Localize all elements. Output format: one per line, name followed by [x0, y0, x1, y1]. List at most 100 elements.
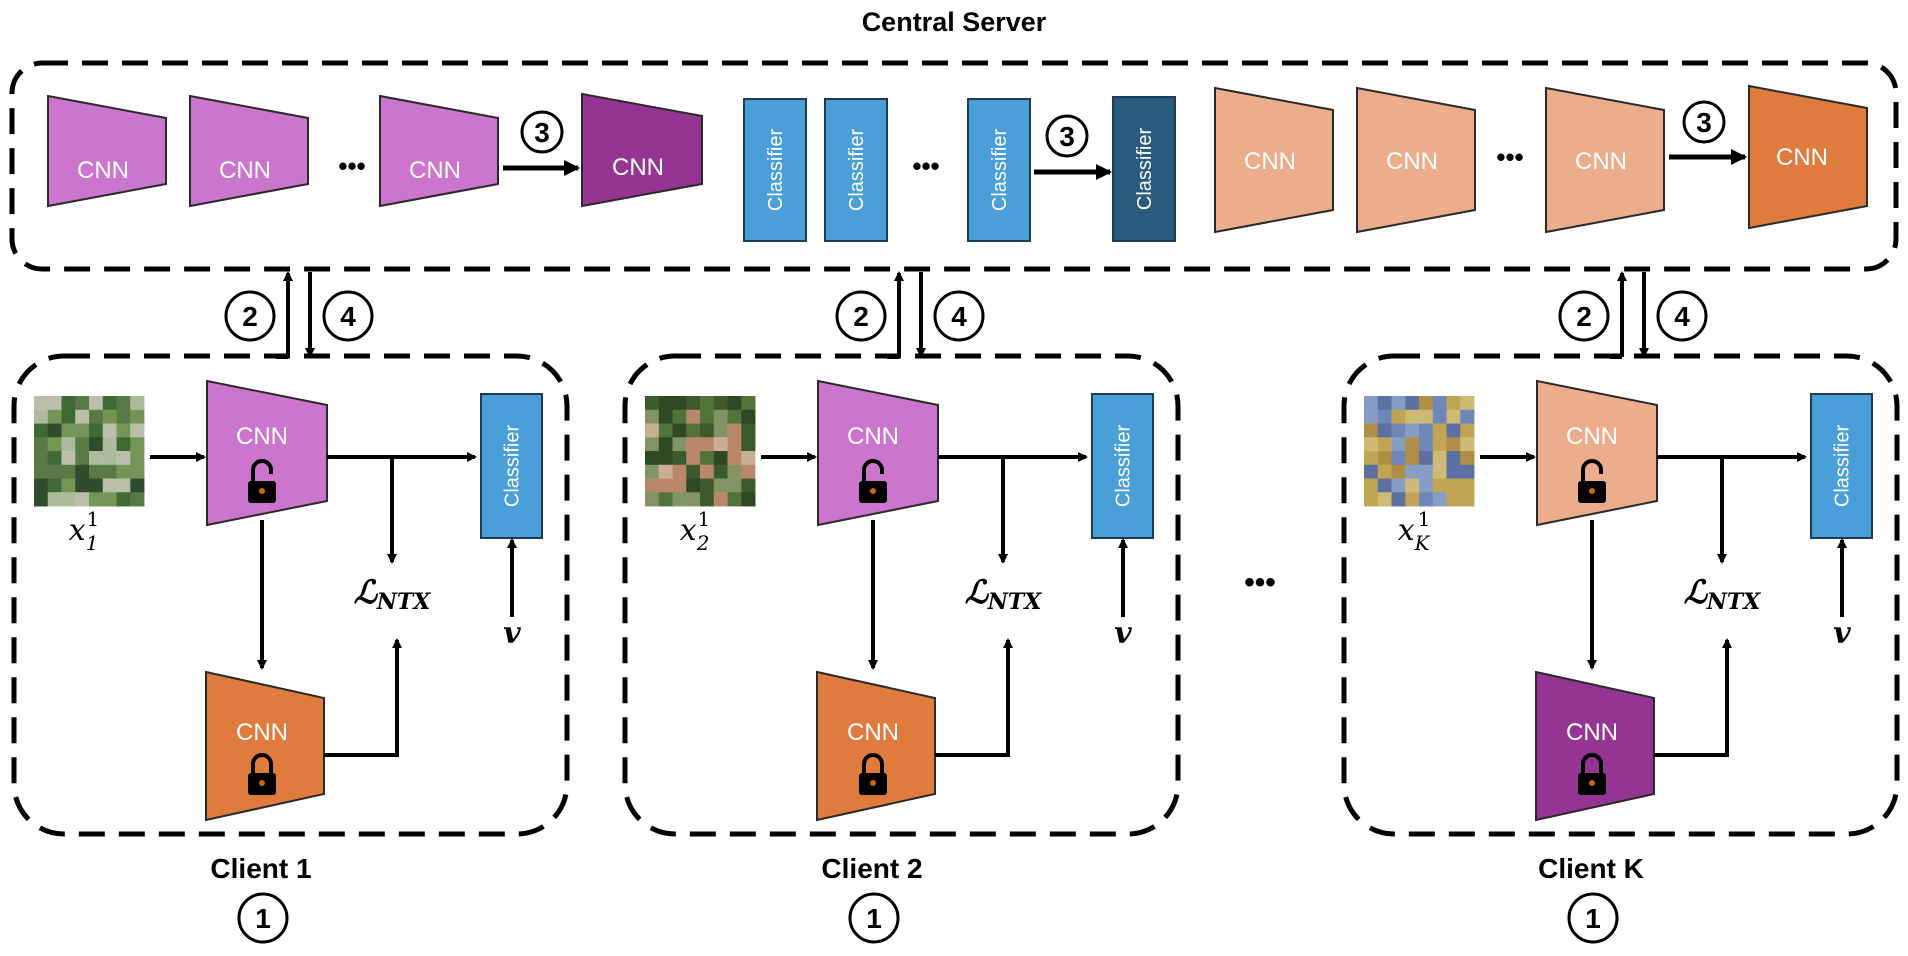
- locked-padlock-icon-shackle: [1581, 753, 1603, 774]
- input-image-patch: [47, 492, 62, 507]
- server-cnn-peach-label: CNN: [1386, 148, 1438, 175]
- server-cnn-1: [47, 94, 167, 208]
- input-image-patch: [1405, 451, 1420, 466]
- target-label: v: [1114, 616, 1132, 651]
- server-classifier-1-label: Classifier: [765, 129, 787, 212]
- input-image-patch: [672, 409, 687, 424]
- server-cnn-aggregated-3: [1748, 84, 1868, 230]
- input-image-patch: [1391, 451, 1406, 466]
- input-image-patch: [1432, 464, 1447, 479]
- encoder-cnn-label: CNN: [236, 423, 288, 450]
- step-1-circle-circle: [848, 892, 900, 944]
- loss-label: ℒNTX: [354, 573, 432, 615]
- input-image-patch: [700, 396, 715, 411]
- unlocked-padlock-icon: [248, 459, 276, 503]
- input-image-patch: [645, 492, 660, 507]
- input-image-patch: [75, 423, 90, 438]
- input-image-patch: [658, 396, 673, 411]
- input-image-patch: [1364, 423, 1379, 438]
- input-image-patch: [658, 478, 673, 493]
- step-1-circle: 1: [237, 892, 289, 944]
- input-image-patch: [116, 492, 131, 507]
- input-image-patch: [686, 409, 701, 424]
- client-classifier-box: [480, 393, 543, 539]
- step-2-circle-circle: [224, 290, 276, 342]
- input-image-patch: [727, 409, 742, 424]
- step-1-circle-circle: [237, 892, 289, 944]
- input-image: [1364, 396, 1475, 507]
- input-image-patch: [102, 492, 117, 507]
- input-image-patch: [1391, 409, 1406, 424]
- input-image-patch: [61, 437, 76, 452]
- input-image-patch: [672, 492, 687, 507]
- server-classifier-3-box: [967, 98, 1031, 242]
- input-image-patch: [658, 423, 673, 438]
- frozen-cnn-label: CNN: [236, 719, 288, 746]
- locked-padlock-icon-keyhole: [1589, 780, 1595, 786]
- input-image-patch: [1432, 423, 1447, 438]
- input-image-patch: [61, 451, 76, 466]
- step-4-circle: 4: [322, 290, 374, 342]
- step-2-circle-label: 2: [1576, 301, 1592, 332]
- input-image-patch: [658, 437, 673, 452]
- input-image-patch: [727, 478, 742, 493]
- client-classifier-label: Classifier: [1832, 425, 1854, 508]
- input-image-patch: [727, 423, 742, 438]
- input-image: [645, 396, 756, 507]
- input-image-patch: [1419, 437, 1434, 452]
- input-image-patch: [116, 396, 131, 411]
- server-classifier-aggregated-label: Classifier: [1134, 128, 1156, 211]
- input-image-patch: [1432, 478, 1447, 493]
- server-cnn-label: CNN: [77, 157, 129, 184]
- frozen-cnn: [205, 670, 325, 822]
- input-image-patch: [713, 409, 728, 424]
- server-step-3-c-circle: [1682, 100, 1726, 144]
- input-image-patch: [1419, 409, 1434, 424]
- step-1-circle-circle: [1567, 892, 1619, 944]
- input-image-patch: [1460, 437, 1475, 452]
- input-image-patch: [1391, 464, 1406, 479]
- input-image-patch: [1364, 409, 1379, 424]
- input-image-patch: [102, 464, 117, 479]
- server-cnn-label: CNN: [409, 157, 461, 184]
- unlocked-padlock-icon-shackle: [1581, 459, 1603, 482]
- server-step-3-a-circle: [520, 110, 564, 154]
- input-image-patch: [1377, 409, 1392, 424]
- input-image-patch: [645, 478, 660, 493]
- input-image-patch: [1364, 492, 1379, 507]
- input-image-patch: [130, 396, 145, 411]
- client-name: Client 2: [821, 853, 922, 884]
- step-1-circle: 1: [1567, 892, 1619, 944]
- frozen-cnn-label: CNN: [847, 719, 899, 746]
- input-image-patch: [116, 437, 131, 452]
- input-image-patch: [34, 451, 49, 466]
- input-image-patch: [727, 492, 742, 507]
- loss-subscript: NTX: [987, 589, 1042, 615]
- server-cnn-label: CNN: [219, 157, 271, 184]
- input-image-patch: [1391, 396, 1406, 411]
- input-image-patch: [1364, 478, 1379, 493]
- input-image-patch: [700, 464, 715, 479]
- client-classifier-label: Classifier: [502, 425, 524, 508]
- input-superscript: 1: [1418, 507, 1431, 531]
- client-name: Client K: [1538, 853, 1644, 884]
- input-image-patch: [1405, 492, 1420, 507]
- input-image-patch: [75, 478, 90, 493]
- input-image-patch: [645, 451, 660, 466]
- input-image-patch: [727, 451, 742, 466]
- input-image-patch: [741, 451, 756, 466]
- input-image-patch: [1377, 423, 1392, 438]
- unlocked-padlock-icon-keyhole: [1589, 488, 1595, 494]
- server-classifier-3: Classifier: [967, 98, 1031, 242]
- server-cnn-peach-2: [1356, 86, 1476, 234]
- input-image-patch: [1419, 464, 1434, 479]
- input-image-patch: [130, 478, 145, 493]
- step-2-circle-circle: [1558, 290, 1610, 342]
- input-image-patch: [102, 437, 117, 452]
- input-image-patch: [1432, 492, 1447, 507]
- input-image-patch: [75, 437, 90, 452]
- input-image-patch: [658, 464, 673, 479]
- step-2-circle: 2: [835, 290, 887, 342]
